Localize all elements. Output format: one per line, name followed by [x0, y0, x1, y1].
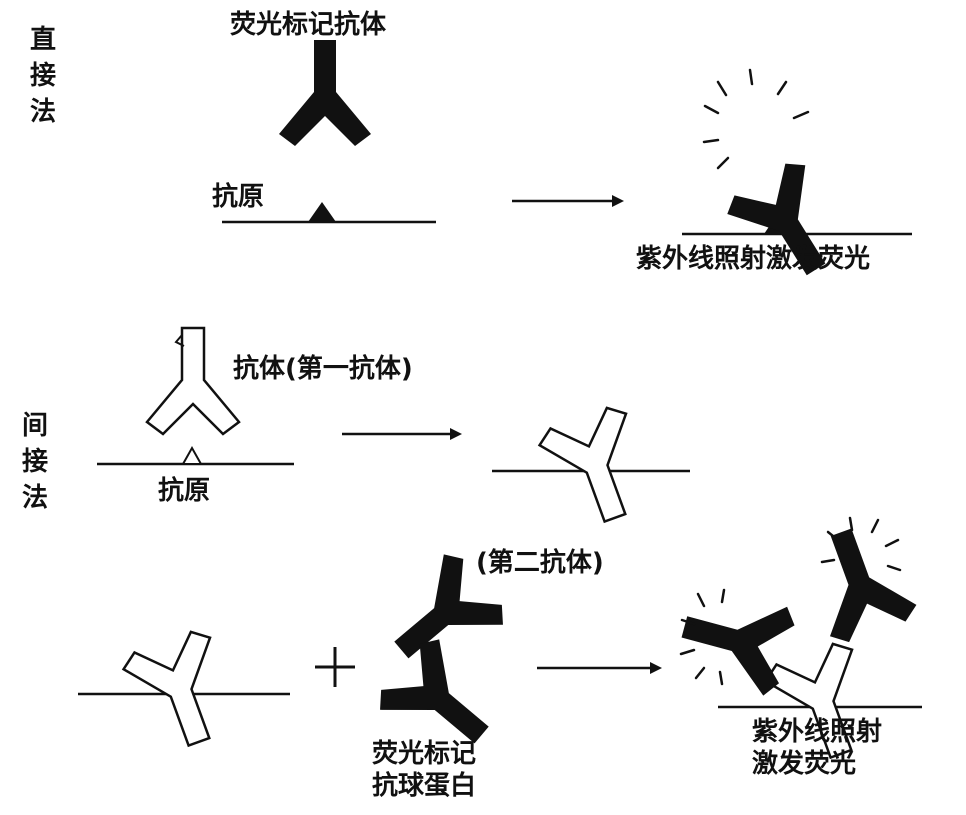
indirect-result-secondary-antibody-top [797, 516, 921, 648]
indirect-result-label: 紫外线照射 激发荧光 [752, 717, 883, 779]
primary-antibody-bound [534, 401, 660, 535]
labeled-antiglobulin-label: 荧光标记 抗球蛋白 [372, 739, 477, 801]
indirect-method-side-label: 间接法 [21, 411, 48, 513]
primary-antibody-tip [174, 334, 185, 347]
indirect-step2-arrow [537, 662, 662, 674]
indirect-fluorescence-rays-left [679, 588, 726, 686]
indirect-antigen-label: 抗原 [158, 476, 211, 506]
indirect-step1-arrow [342, 428, 462, 440]
fluorescent-antibody-label: 荧光标记抗体 [230, 10, 387, 40]
direct-fluorescence-rays [702, 68, 810, 170]
direct-antigen-marker [308, 202, 336, 222]
direct-reaction-arrow [512, 195, 624, 207]
primary-antibody-bound-step2 [118, 625, 244, 759]
direct-antigen-label: 抗原 [212, 182, 265, 212]
primary-antibody [145, 326, 241, 436]
primary-antibody-label: 抗体(第一抗体) [233, 354, 413, 384]
secondary-antibody-label: (第二抗体) [476, 548, 604, 578]
direct-labeled-antibody [279, 40, 371, 146]
indirect-fluorescence-rays-top [820, 516, 902, 572]
indirect-antigen-marker [181, 445, 203, 465]
direct-result-label: 紫外线照射激发荧光 [636, 244, 871, 274]
plus-sign [315, 647, 355, 687]
direct-method-side-label: 直接法 [29, 25, 56, 127]
